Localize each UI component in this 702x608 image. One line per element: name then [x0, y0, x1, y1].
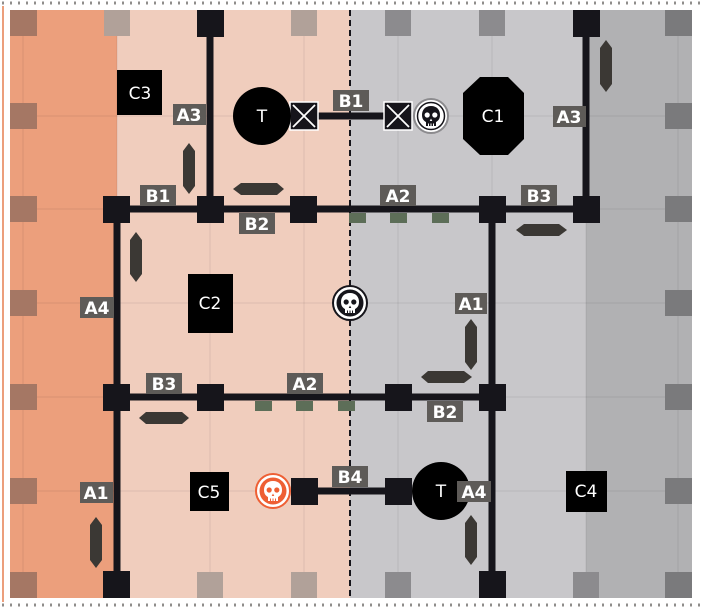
wall-label-a3-right: A3	[553, 106, 586, 128]
svg-text:A2: A2	[293, 375, 318, 395]
wall-junctions	[103, 10, 600, 598]
wall-label-a1-right: A1	[455, 293, 487, 315]
node-c1-label: C1	[482, 107, 505, 127]
svg-text:B2: B2	[433, 403, 458, 423]
obstacles	[90, 40, 612, 568]
wall-label-b3-mid: B3	[146, 373, 182, 395]
wall-label-a4-bottom: A4	[457, 481, 491, 503]
node-c3[interactable]: C3	[117, 70, 162, 115]
crossed-box-icon	[383, 101, 413, 131]
node-c4[interactable]: C4	[566, 471, 607, 512]
skull-icon	[413, 98, 449, 134]
node-c2[interactable]: C2	[188, 274, 233, 333]
wall-label-a4-left: A4	[80, 297, 114, 319]
svg-text:B3: B3	[152, 375, 177, 395]
crossed-box-icon	[289, 101, 319, 131]
wall-label-b2-mid: B2	[427, 401, 463, 423]
node-t-top[interactable]: T	[233, 87, 291, 145]
svg-text:A3: A3	[177, 106, 202, 126]
svg-text:A2: A2	[386, 187, 411, 207]
node-c1[interactable]: C1	[463, 77, 524, 155]
node-c4-label: C4	[575, 482, 598, 502]
svg-text:A1: A1	[84, 484, 109, 504]
svg-text:B2: B2	[245, 215, 270, 235]
ammo-pads	[255, 213, 449, 411]
node-t-bottom-label: T	[435, 482, 447, 502]
wall-label-a1-left: A1	[80, 482, 113, 504]
skull-icon	[255, 473, 291, 509]
wall-label-b2-top: B2	[239, 213, 275, 235]
svg-text:B1: B1	[339, 92, 364, 112]
svg-text:A1: A1	[459, 295, 484, 315]
node-t-top-label: T	[256, 107, 268, 127]
node-c3-label: C3	[129, 84, 152, 104]
svg-text:B3: B3	[527, 187, 552, 207]
svg-text:A4: A4	[462, 483, 487, 503]
wall-label-b3-right: B3	[521, 185, 557, 207]
svg-text:A4: A4	[85, 299, 110, 319]
svg-text:B4: B4	[338, 468, 363, 488]
wall-label-b1-top: B1	[333, 90, 369, 112]
wall-label-a3-left: A3	[173, 104, 206, 126]
node-c2-label: C2	[199, 294, 222, 314]
svg-text:A3: A3	[557, 108, 582, 128]
node-t-bottom[interactable]: T	[412, 462, 470, 520]
svg-text:B1: B1	[146, 187, 171, 207]
node-c5-label: C5	[198, 483, 221, 503]
wall-label-a2-mid: A2	[287, 373, 323, 395]
skull-icon	[332, 285, 368, 321]
wall-label-b1-left: B1	[140, 185, 176, 207]
wall-label-b4-bottom: B4	[332, 466, 368, 488]
node-c5[interactable]: C5	[190, 472, 229, 511]
edge-markers	[10, 10, 692, 598]
wall-label-a2-top: A2	[380, 185, 416, 207]
